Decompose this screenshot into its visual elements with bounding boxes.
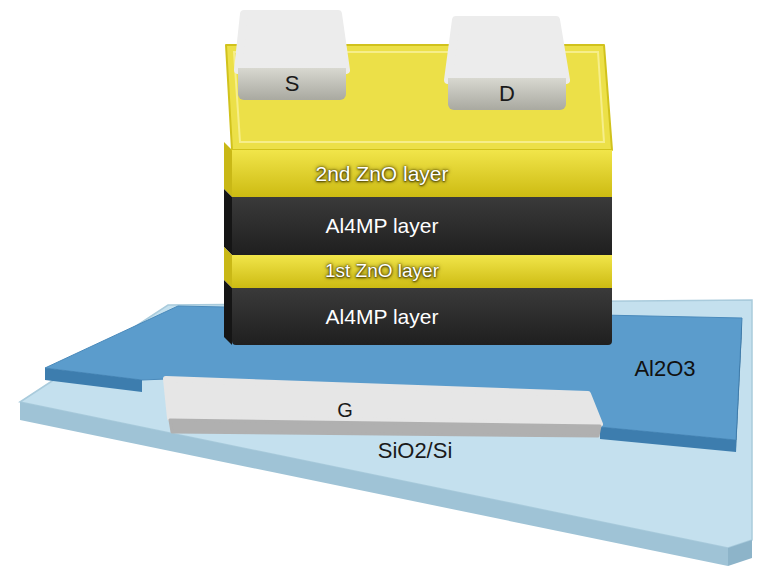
gate-electrode <box>166 379 600 424</box>
layer-side <box>224 142 232 197</box>
part-label: Al4MP layer <box>326 305 439 328</box>
part-label: SiO2/Si <box>378 439 453 463</box>
substrate-label-area: SiO2/Si <box>335 436 495 466</box>
layer-side <box>224 280 232 345</box>
source-electrode: S <box>238 68 346 100</box>
gate-edge <box>170 420 600 436</box>
drain-top <box>448 20 566 80</box>
layer-side <box>224 189 232 255</box>
part-label: Al2O3 <box>634 357 695 381</box>
gate-label-area: G <box>290 396 400 424</box>
zno-layer: 1st ZnO layer <box>232 255 612 288</box>
part-label: 2nd ZnO layer <box>315 162 448 185</box>
substrate-side <box>728 540 752 566</box>
al4mp-layer: Al4MP layer <box>232 197 612 255</box>
oxide-side <box>736 318 742 452</box>
part-label: S <box>285 72 300 96</box>
part-label: 1st ZnO layer <box>325 261 439 282</box>
oxide-front <box>45 368 142 392</box>
part-label: D <box>499 82 515 106</box>
drain-electrode: D <box>448 78 566 110</box>
oxide-front <box>600 427 736 452</box>
part-label: Al4MP layer <box>326 214 439 237</box>
part-label: G <box>337 399 353 421</box>
zno-layer: 2nd ZnO layer <box>232 150 612 197</box>
al4mp-layer: Al4MP layer <box>232 288 612 345</box>
oxide-label-area: Al2O3 <box>620 352 710 386</box>
source-top <box>238 14 346 70</box>
